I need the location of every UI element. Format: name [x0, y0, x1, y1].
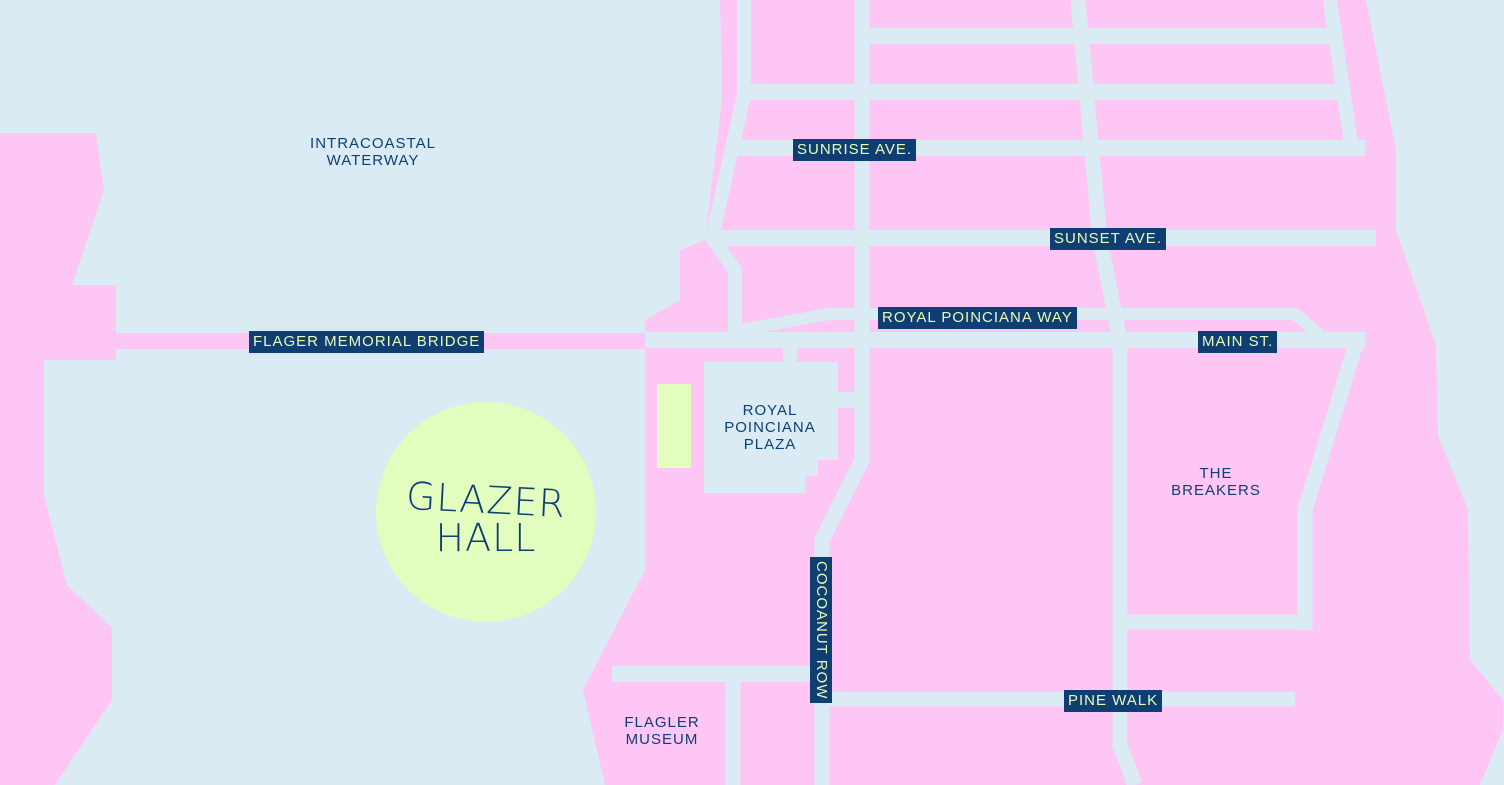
label-royal-poinciana-plaza: ROYAL POINCIANA PLAZA — [724, 402, 816, 453]
street-sunset-ave: SUNSET AVE. — [1050, 228, 1166, 250]
glazer-hall-marker[interactable]: GLAZER HALL — [376, 402, 596, 622]
street-main-st: MAIN ST. — [1198, 331, 1278, 353]
label-the-breakers: THE BREAKERS — [1171, 465, 1261, 499]
street-cocoanut-row: COCOANUT ROW — [810, 557, 832, 704]
street-sunrise-ave: SUNRISE AVE. — [793, 139, 917, 161]
plaza-green — [657, 384, 691, 468]
glazer-hall-name-line2: HALL — [435, 516, 537, 560]
west-shore-land — [0, 133, 116, 785]
label-flagler-museum: FLAGLER MUSEUM — [624, 714, 700, 748]
label-intracoastal-waterway: INTRACOASTAL WATERWAY — [310, 135, 436, 169]
street-flager-memorial-bridge: FLAGER MEMORIAL BRIDGE — [249, 331, 485, 353]
street-royal-poinciana-way: ROYAL POINCIANA WAY — [878, 307, 1077, 329]
plaza-area — [704, 362, 838, 493]
street-pine-walk: PINE WALK — [1064, 690, 1163, 712]
